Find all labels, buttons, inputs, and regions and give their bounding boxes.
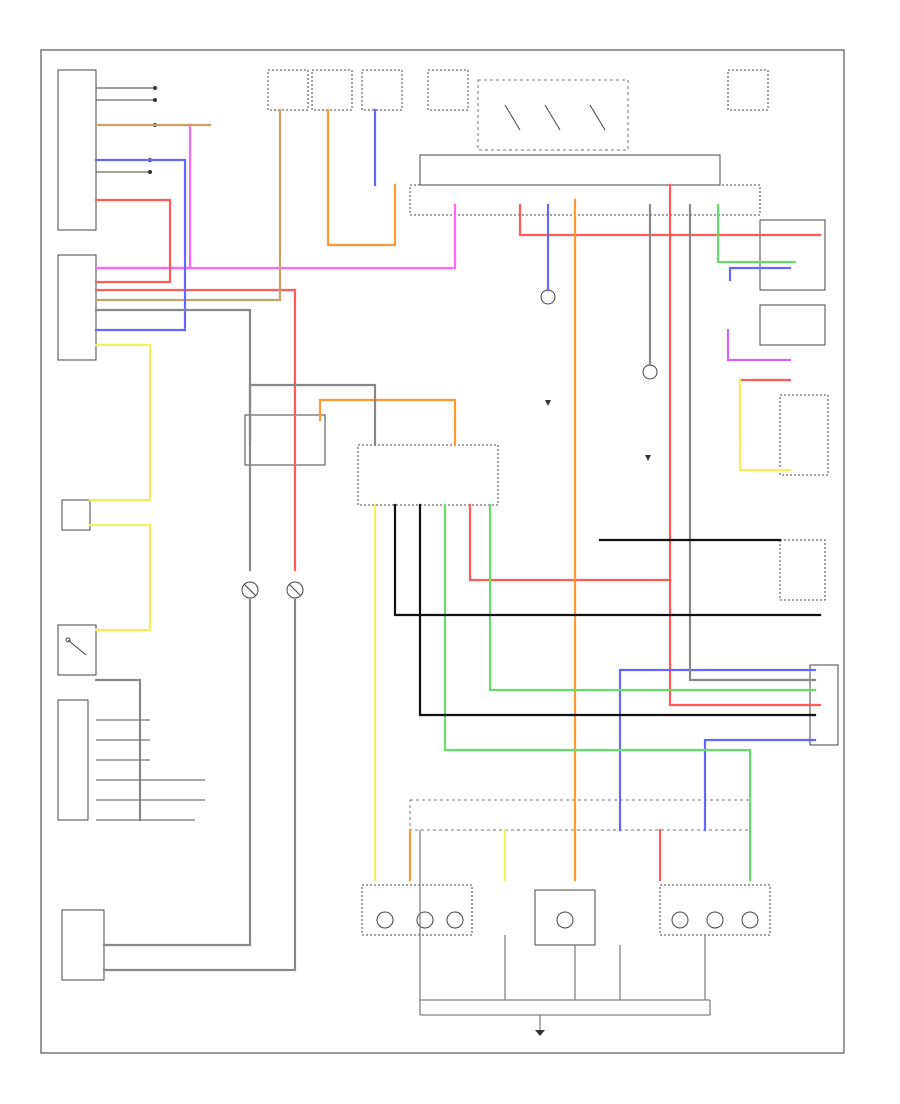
flasher-relay-box — [477, 79, 629, 151]
red-wire — [738, 378, 792, 442]
diagram-frame — [40, 49, 845, 1054]
body-ecu-block — [57, 254, 97, 361]
wires — [88, 108, 822, 1030]
red-wire — [94, 198, 172, 284]
pink-wire — [94, 203, 457, 270]
tan-wire — [94, 108, 282, 302]
black-wire — [393, 503, 822, 617]
right-middle-switch — [779, 394, 829, 476]
bottom-left-connector — [61, 909, 105, 981]
hazard-switch-block — [57, 699, 89, 821]
headlight-relay-block — [244, 414, 326, 466]
green-wire — [443, 503, 752, 882]
yellow-wire — [88, 343, 152, 502]
pink-wire — [94, 123, 192, 270]
orange-wire — [318, 398, 457, 447]
gray-wire — [94, 308, 252, 572]
blue-wire — [94, 158, 187, 332]
red-wire — [468, 183, 672, 582]
front-turn-lamps — [241, 581, 304, 599]
ground-bus — [420, 999, 710, 1036]
gray-wire — [102, 598, 297, 972]
top-fuses — [267, 69, 769, 111]
green-wire — [716, 203, 797, 264]
gray-wire — [102, 598, 252, 947]
gray-wire — [688, 203, 817, 682]
yellow-wire — [88, 523, 152, 632]
red-wire — [518, 203, 822, 237]
yellow-wire — [738, 378, 792, 472]
red-wire — [94, 288, 297, 572]
right-lower-switch — [779, 539, 826, 601]
rear-combination-area — [361, 799, 771, 946]
black-wire — [418, 503, 817, 717]
blue-wire — [703, 738, 817, 832]
right-upper-connector — [759, 219, 826, 346]
turn-signal-switch-block — [57, 624, 97, 676]
red-wire — [668, 578, 822, 707]
combination-meter-block — [357, 444, 499, 506]
blue-wire — [618, 668, 817, 832]
meter-bus — [409, 154, 761, 216]
green-wire — [488, 503, 817, 692]
instrument-panel-junction-block — [57, 69, 157, 231]
gray-wire — [94, 678, 142, 822]
orange-wire — [326, 108, 397, 247]
left-sensor-block — [61, 499, 91, 531]
indicator-lamps — [540, 289, 658, 461]
violet-wire — [726, 328, 792, 362]
gray-wire — [248, 383, 377, 447]
blue-wire — [728, 266, 792, 282]
